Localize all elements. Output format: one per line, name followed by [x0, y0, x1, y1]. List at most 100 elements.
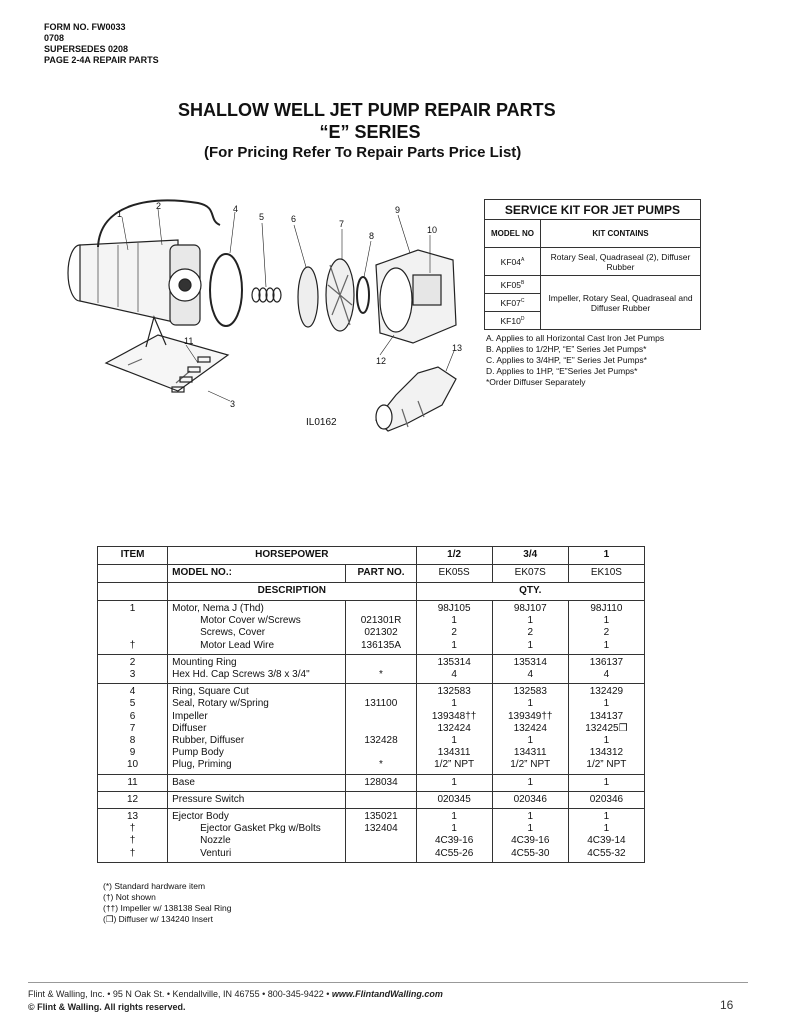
- qty-value: 139349††: [491, 710, 569, 723]
- hp-header: 1/2: [415, 546, 493, 565]
- qty-value: 98J107: [491, 600, 569, 616]
- item-number: 10: [96, 759, 169, 775]
- form-date: 0708: [44, 33, 65, 43]
- qty-value: 1/2” NPT: [491, 759, 569, 775]
- title-line-3: (For Pricing Refer To Repair Parts Price…: [204, 144, 522, 161]
- item-number: 4: [96, 683, 169, 699]
- qty-value: 4C55-30: [491, 847, 569, 863]
- title-line-2: “E” SERIES: [319, 122, 421, 142]
- qty-value: 020346: [567, 791, 646, 810]
- qty-value: 020345: [415, 791, 493, 810]
- item-number: 8: [96, 735, 169, 748]
- callout-12: 12: [376, 356, 387, 366]
- part-number: 132428: [345, 735, 417, 748]
- motor-body: [79, 239, 179, 324]
- item-number: [96, 615, 169, 628]
- qty-value: 134311: [491, 747, 569, 760]
- form-supersedes: SUPERSEDES 0208: [44, 44, 129, 54]
- qty-value: 1: [491, 698, 569, 711]
- qty-value: 1: [415, 808, 493, 824]
- model-header: EK07S: [491, 564, 569, 583]
- part-description: Rubber, Diffuser: [167, 735, 347, 748]
- part-number: 128034: [345, 774, 417, 792]
- qty-value: 1: [567, 823, 646, 836]
- qty-value: 1: [491, 639, 569, 655]
- blank-cell: [96, 564, 169, 583]
- part-number: [345, 722, 417, 736]
- footer-website-link[interactable]: www.FlintandWalling.com: [331, 989, 443, 999]
- part-number: *: [345, 669, 417, 685]
- qty-value: 1: [567, 808, 646, 824]
- kit-note: A. Applies to all Horizontal Cast Iron J…: [486, 333, 665, 343]
- rotary-seal: [251, 287, 282, 303]
- motor-lead-wire: [97, 199, 221, 248]
- figure-id: IL0162: [306, 417, 337, 428]
- part-number: [345, 600, 417, 616]
- item-number: 3: [96, 669, 169, 685]
- item-number: †: [96, 639, 169, 655]
- legend-item: (†) Not shown: [103, 892, 156, 902]
- item-number: 6: [96, 710, 169, 723]
- part-number: *: [345, 759, 417, 775]
- part-no-header: PART NO.: [345, 564, 417, 583]
- qty-value: 1: [415, 615, 493, 628]
- qty-header: QTY.: [415, 582, 646, 601]
- kit-model: KF04A: [484, 247, 541, 276]
- qty-value: 4C39-16: [491, 835, 569, 848]
- item-number: 13: [96, 808, 169, 824]
- qty-value: 1: [415, 774, 493, 792]
- part-number: [345, 710, 417, 723]
- qty-value: 136137: [567, 654, 646, 670]
- part-description: Venturi: [167, 847, 347, 863]
- qty-value: 2: [491, 627, 569, 640]
- kit-contents: Impeller, Rotary Seal, Quadraseal and Di…: [540, 275, 701, 330]
- item-number: 5: [96, 698, 169, 711]
- kit-model: KF07C: [484, 293, 541, 312]
- legend-item: (*) Standard hardware item: [103, 881, 206, 891]
- part-number: [345, 654, 417, 670]
- item-number: 9: [96, 747, 169, 760]
- page-number: 16: [720, 998, 734, 1012]
- qty-value: 1: [567, 698, 646, 711]
- qty-value: 135314: [491, 654, 569, 670]
- col-item-header: ITEM: [96, 546, 169, 565]
- legend-item: (††) Impeller w/ 138138 Seal Ring: [103, 903, 232, 913]
- part-number: [345, 847, 417, 863]
- part-description: Mounting Ring: [167, 654, 347, 670]
- part-description: Ejector Gasket Pkg w/Bolts: [167, 823, 347, 836]
- item-number: 2: [96, 654, 169, 670]
- mounting-base: [104, 334, 230, 392]
- item-number: 11: [96, 774, 169, 792]
- part-number: [345, 835, 417, 848]
- footer-address: Flint & Walling, Inc. • 95 N Oak St. • K…: [28, 989, 443, 999]
- ejector-body: [375, 366, 457, 432]
- part-description: Base: [167, 774, 347, 792]
- part-number: 135021: [345, 808, 417, 824]
- pump-drawing: [67, 199, 457, 432]
- qty-value: 4C55-32: [567, 847, 646, 863]
- repair-parts-table: ITEM HORSEPOWER 1/2 3/4 1 MODEL NO.: PAR…: [96, 546, 646, 863]
- form-header: FORM NO. FW0033 0708 SUPERSEDES 0208 PAG…: [44, 22, 159, 66]
- cap-screws: [171, 356, 211, 393]
- qty-value: 4C39-14: [567, 835, 646, 848]
- callout-8: 8: [369, 231, 375, 241]
- qty-value: 1: [415, 823, 493, 836]
- description-header: DESCRIPTION: [167, 582, 417, 601]
- part-number: [345, 747, 417, 760]
- qty-value: 1: [491, 774, 569, 792]
- item-number: †: [96, 847, 169, 863]
- qty-value: 1: [567, 774, 646, 792]
- qty-value: 1: [415, 698, 493, 711]
